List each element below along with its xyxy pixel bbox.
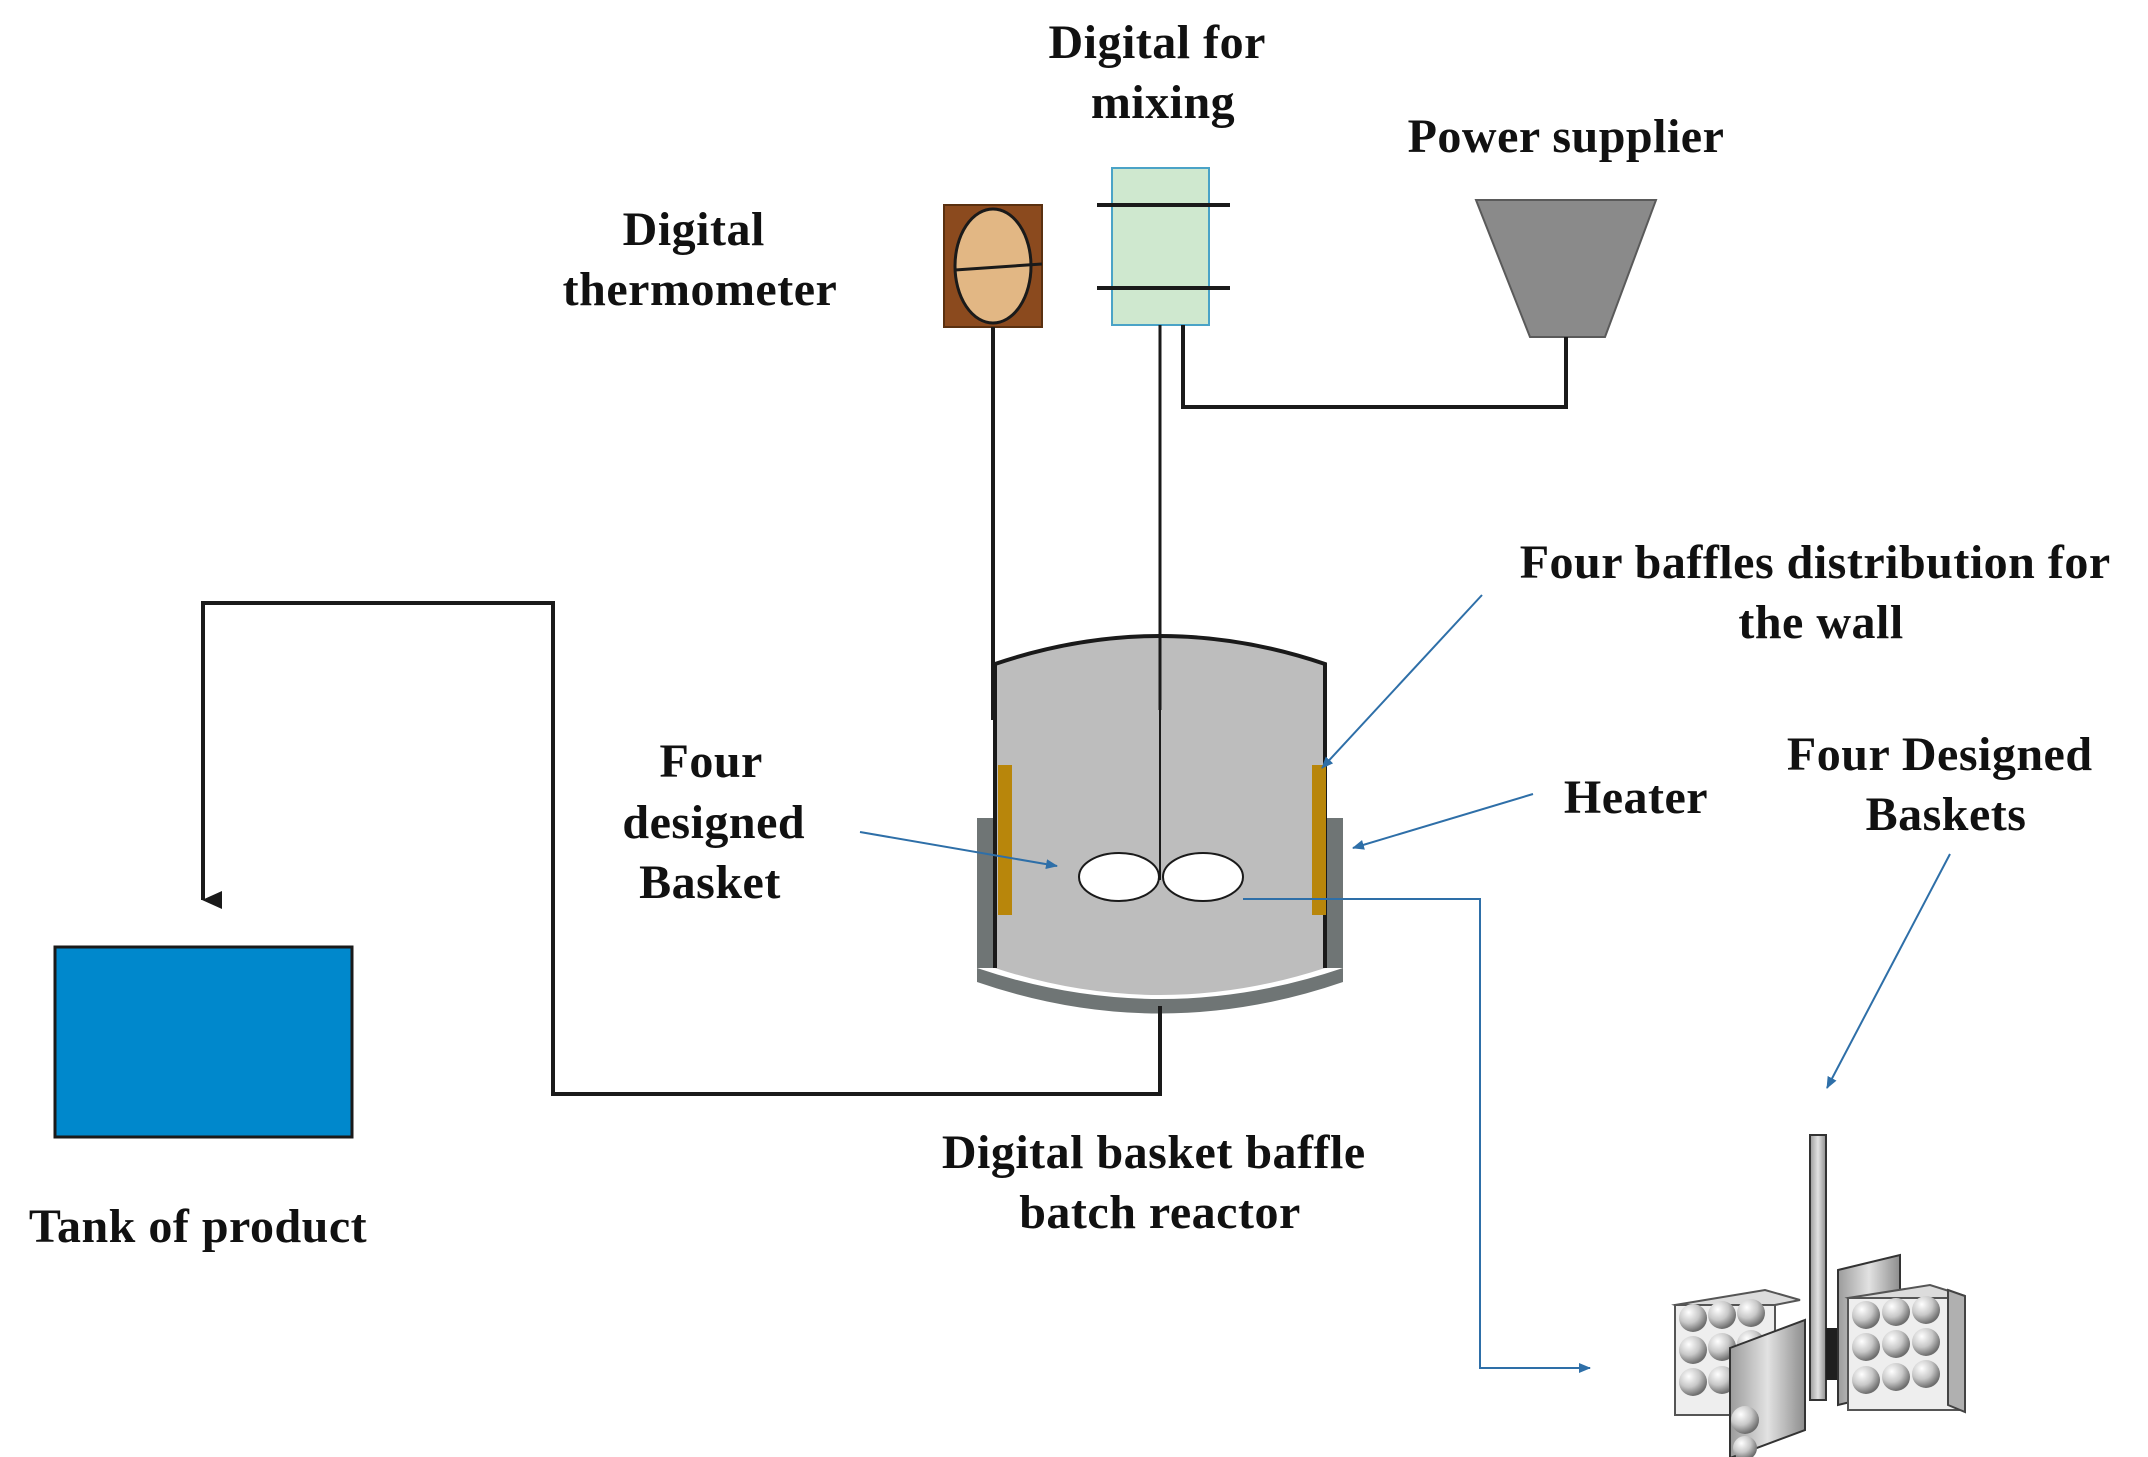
label-four-designed-baskets: Four Designed Baskets <box>1787 728 2105 841</box>
leader-baskets <box>1826 853 1951 1089</box>
label-four-designed-basket: Four designed Basket <box>622 735 817 909</box>
leader-basket <box>859 831 1058 870</box>
label-heater: Heater <box>1564 771 1708 824</box>
digital-mixer-device <box>1097 167 1230 326</box>
label-digital-basket-baffle-reactor: Digital basket baffle batch reactor <box>942 1126 1378 1239</box>
power-cable <box>1181 325 1568 409</box>
batch-reactor <box>977 325 1343 1014</box>
product-pipe <box>201 601 1162 1096</box>
label-digital-thermometer: Digital thermometer <box>563 203 838 316</box>
label-digital-for-mixing: Digital for mixing <box>1048 16 1277 129</box>
label-power-supplier: Power supplier <box>1408 110 1725 163</box>
product-tank <box>53 945 354 1139</box>
leader-baffles <box>1321 594 1483 769</box>
digital-thermometer-device <box>943 204 1043 328</box>
label-tank-of-product: Tank of product <box>29 1200 367 1253</box>
power-supplier-device <box>1474 199 1658 338</box>
leader-heater <box>1352 793 1534 850</box>
label-four-baffles: Four baffles distribution for the wall <box>1520 536 2123 649</box>
leader-impeller-detail <box>1243 898 1591 1373</box>
baskets-detail-illustration <box>1671 1134 1966 1457</box>
